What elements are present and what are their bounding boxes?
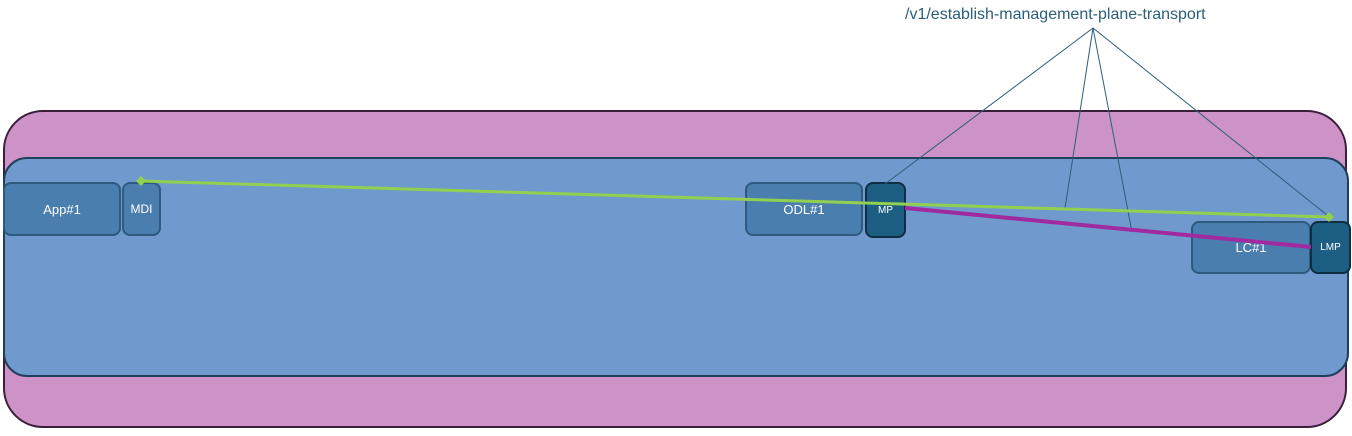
app-node[interactable]: App#1 [3,182,121,236]
lmp-link-endpoint-marker [1324,212,1334,222]
leader-to-mp [884,27,1094,185]
management-plane-link [904,206,1312,249]
mdi-node-label: MDI [130,202,153,216]
leader-to-link-a [1064,27,1094,209]
mdi-node[interactable]: MDI [122,182,161,236]
lmp-node[interactable]: LMP [1310,221,1351,274]
mdi-to-lmp-link [140,179,1330,219]
odl-node-label: ODL#1 [783,201,825,217]
callout-leader-lines [884,27,1328,233]
app-node-label: App#1 [43,201,81,217]
mp-node-label: MP [878,204,893,216]
lmp-node-label: LMP [1320,241,1341,253]
leader-to-link-b [1092,27,1133,233]
api-callout-label: /v1/establish-management-plane-transport [905,6,1206,23]
odl-node[interactable]: ODL#1 [745,182,863,236]
mp-node[interactable]: MP [865,182,906,238]
mdi-link-endpoint-marker [136,176,146,186]
leader-to-lmp [1092,27,1328,216]
